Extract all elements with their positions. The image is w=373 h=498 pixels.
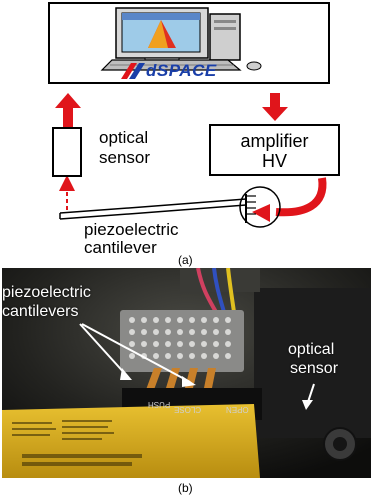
photo-sensor-label-line2: sensor — [290, 360, 339, 377]
dspace-logo-text: dSPACE — [146, 61, 217, 80]
arrow-amplifier-to-cantilever — [252, 177, 327, 222]
computer-icon — [100, 7, 262, 71]
amplifier-label-line2: HV — [261, 151, 287, 171]
computer-box: dSPACE — [48, 2, 330, 84]
sensor-label-line1: optical — [99, 128, 149, 147]
panel-b-caption: (b) — [178, 481, 193, 495]
optical-sensor-box — [52, 127, 82, 177]
photo-open-text: OPEN — [226, 405, 249, 414]
arrow-sensor-to-computer — [55, 93, 81, 127]
amplifier-box: amplifier HV — [209, 124, 340, 176]
photo-sensor-label-line1: optical — [288, 341, 335, 358]
cantilever-clamp-icon — [239, 186, 281, 228]
dspace-logo-icon — [121, 63, 145, 79]
photo-cantilevers-label-line1: piezoelectric — [2, 284, 91, 301]
sensor-label-line2: sensor — [99, 148, 151, 167]
photo-cantilevers-label-line2: cantilevers — [2, 303, 79, 320]
photo-panel: piezoelectric cantilevers optical sensor… — [2, 268, 371, 478]
arrow-computer-to-amplifier — [262, 93, 288, 121]
amplifier-label-line1: amplifier — [240, 131, 309, 151]
panel-a-caption: (a) — [178, 253, 193, 267]
photo-close-text: CLOSE — [174, 405, 202, 414]
cantilever-label-line2: cantilever — [84, 238, 157, 257]
photo-scene — [2, 268, 371, 478]
cantilever-label-line1: piezoelectric — [84, 220, 179, 239]
pointer-arrows — [79, 323, 315, 403]
schematic-arrows — [55, 93, 327, 228]
photo-push-text: PUSH — [148, 400, 171, 409]
cantilever-beam — [59, 198, 247, 220]
